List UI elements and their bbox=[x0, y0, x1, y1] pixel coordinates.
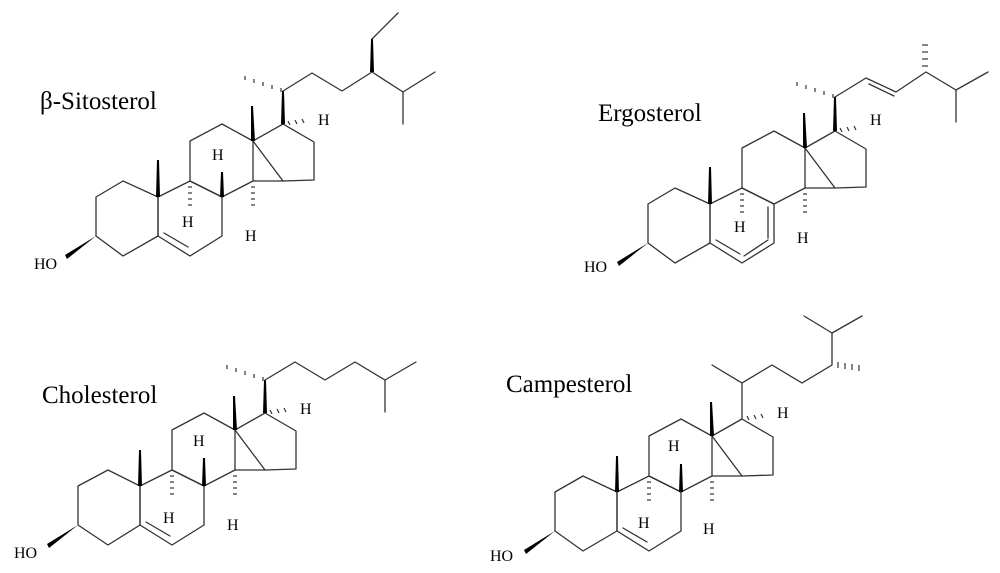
beta-sitosterol-h9: H bbox=[182, 214, 194, 231]
campesterol-h9: H bbox=[638, 515, 650, 532]
cholesterol-h14: H bbox=[227, 517, 239, 534]
ergosterol-h9: H bbox=[734, 219, 746, 236]
campesterol-structure: Campesterol HO H H H H bbox=[490, 315, 863, 565]
cholesterol-label: Cholesterol bbox=[42, 382, 157, 409]
campesterol-h8: H bbox=[668, 438, 680, 455]
ergosterol-structure: Ergosterol HO H H H bbox=[584, 44, 989, 276]
beta-sitosterol-label: β-Sitosterol bbox=[40, 88, 157, 115]
ergosterol-hydroxyl: HO bbox=[584, 259, 607, 276]
beta-sitosterol-h17: H bbox=[318, 112, 330, 129]
campesterol-hydroxyl: HO bbox=[490, 548, 513, 565]
beta-sitosterol-h14: H bbox=[245, 228, 257, 245]
beta-sitosterol-hydroxyl: HO bbox=[34, 256, 57, 273]
cholesterol-structure: Cholesterol HO H H H H bbox=[14, 361, 417, 562]
ergosterol-h17: H bbox=[870, 112, 882, 129]
beta-sitosterol-h8: H bbox=[212, 147, 224, 164]
campesterol-h14: H bbox=[703, 521, 715, 538]
ergosterol-label: Ergosterol bbox=[598, 100, 702, 127]
cholesterol-h17: H bbox=[300, 401, 312, 418]
campesterol-label: Campesterol bbox=[506, 371, 632, 398]
cholesterol-h8: H bbox=[193, 433, 205, 450]
ergosterol-h14: H bbox=[797, 230, 809, 247]
cholesterol-h9: H bbox=[163, 510, 175, 527]
cholesterol-hydroxyl: HO bbox=[14, 545, 37, 562]
campesterol-h17: H bbox=[777, 405, 789, 422]
beta-sitosterol-structure: β-Sitosterol HO H H H H bbox=[34, 12, 436, 273]
